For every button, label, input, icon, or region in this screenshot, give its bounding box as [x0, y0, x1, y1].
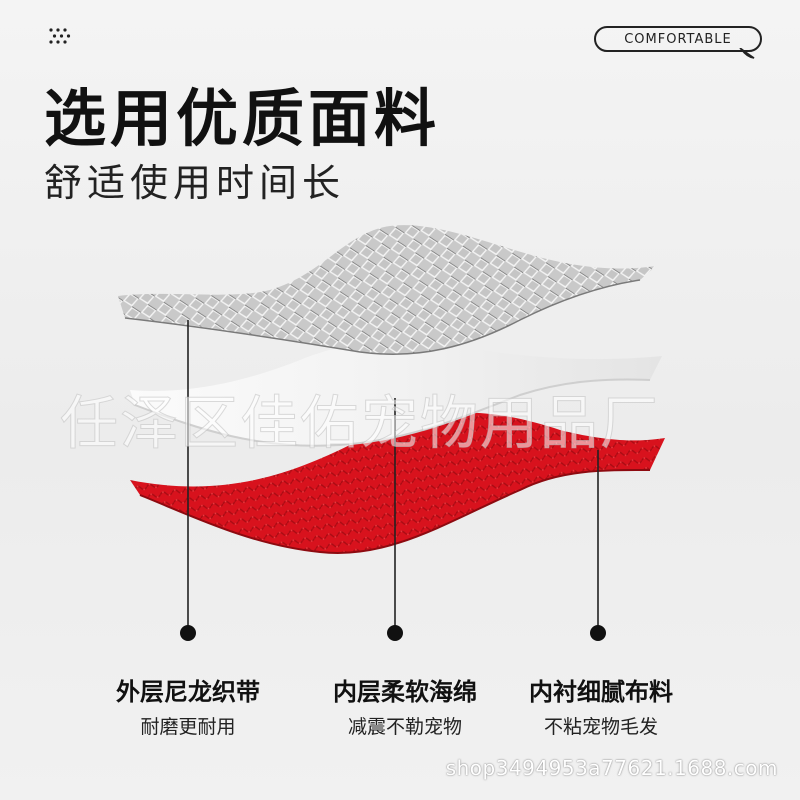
callout-lining-subtitle: 不粘宠物毛发: [543, 716, 658, 738]
callout-dot-1: [180, 625, 196, 641]
page-subtitle: 舒适使用时间长: [44, 161, 346, 205]
dots-decoration-icon: [49, 28, 71, 44]
page-title: 选用优质面料: [44, 82, 441, 155]
foam-layer: [130, 341, 662, 446]
lining-layer: [130, 412, 665, 554]
badge-label: COMFORTABLE: [624, 31, 732, 47]
callout-foam-subtitle: 减震不勒宠物: [347, 716, 462, 738]
outer-nylon-layer: [118, 225, 656, 355]
badge-tail-icon: [739, 48, 755, 59]
comfortable-badge: COMFORTABLE: [594, 26, 762, 52]
callout-dot-2: [387, 625, 403, 641]
shop-url-footer: shop3494953a77621.1688.com: [445, 756, 778, 780]
callout-outer-subtitle: 耐磨更耐用: [140, 716, 236, 738]
callout-lining-title: 内衬细腻布料: [529, 678, 673, 706]
callout-foam-title: 内层柔软海绵: [333, 678, 477, 706]
callout-dot-3: [590, 625, 606, 641]
callout-outer-title: 外层尼龙织带: [116, 678, 260, 706]
